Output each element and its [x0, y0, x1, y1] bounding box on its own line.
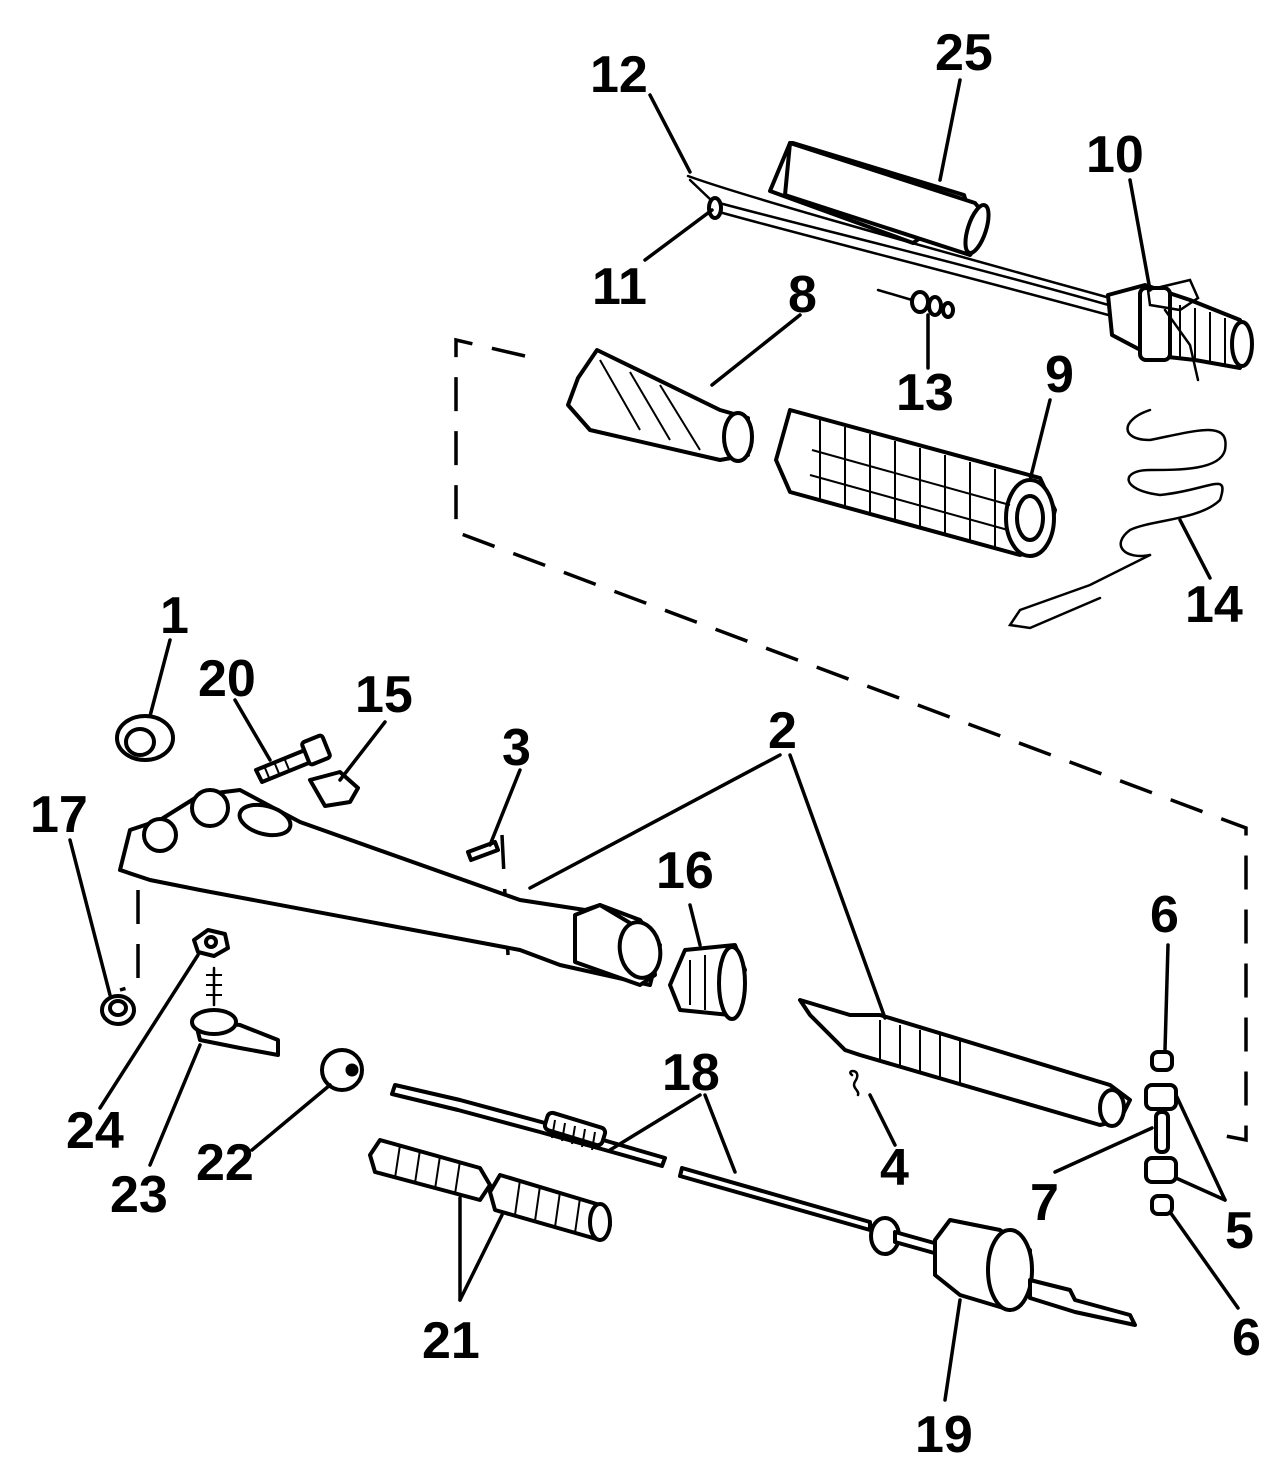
part-17-nut — [100, 994, 136, 1026]
part-5-lower-block — [1144, 1156, 1178, 1184]
callout-22: 22 — [196, 1134, 254, 1192]
part-6-upper-cap — [1150, 1050, 1174, 1072]
callout-13: 13 — [896, 364, 954, 422]
part-23-ball-joint — [190, 966, 280, 1057]
part-11-12-wire-harness — [686, 174, 1114, 318]
callout-8: 8 — [788, 266, 817, 324]
callout-25: 25 — [935, 24, 993, 82]
part-9-twist-grip — [774, 408, 1057, 558]
callout-2: 2 — [768, 702, 797, 760]
callout-4: 4 — [880, 1139, 909, 1197]
part-25-tube — [768, 141, 991, 257]
callout-20: 20 — [198, 650, 256, 708]
callout-21: 21 — [422, 1312, 480, 1370]
part-1-washer — [115, 714, 175, 762]
part-19-grommet — [933, 1218, 1137, 1327]
callout-12: 12 — [590, 46, 648, 104]
part-14-lanyard — [1007, 278, 1227, 630]
callout-24: 24 — [66, 1102, 124, 1160]
part-6-lower-cap — [1150, 1194, 1174, 1216]
callout-6-upper: 6 — [1150, 886, 1179, 944]
callout-23: 23 — [110, 1166, 168, 1224]
callout-7: 7 — [1030, 1174, 1059, 1232]
part-8-grip-insert — [566, 348, 754, 463]
callout-labels: 25 12 10 11 8 13 9 14 1 20 15 3 2 16 6 1… — [30, 24, 1261, 1464]
callout-11: 11 — [592, 258, 647, 316]
part-16-bushing — [668, 943, 747, 1021]
part-7-pin — [1154, 1110, 1170, 1154]
leader-lines — [68, 78, 1240, 1402]
callout-17: 17 — [30, 786, 88, 844]
callout-15: 15 — [355, 666, 413, 724]
assembly-boundary-dashed — [119, 337, 1248, 1143]
part-3-roll-pin — [466, 840, 500, 862]
part-2-tiller-arm — [118, 788, 663, 987]
callout-3: 3 — [502, 719, 531, 777]
part-22-ball — [320, 1048, 364, 1092]
part-10-connector — [1106, 283, 1254, 370]
callout-14: 14 — [1185, 576, 1243, 634]
callout-19: 19 — [915, 1406, 973, 1464]
part-5-upper-block — [1144, 1083, 1178, 1111]
part-4-spring — [849, 1069, 860, 1097]
callout-9: 9 — [1045, 346, 1074, 404]
callout-18: 18 — [662, 1044, 720, 1102]
part-13-pin — [876, 288, 955, 319]
callout-6-lower: 6 — [1232, 1309, 1261, 1367]
callout-16: 16 — [656, 842, 714, 900]
part-20-bolt — [254, 733, 332, 784]
callout-10: 10 — [1086, 126, 1144, 184]
callout-5: 5 — [1225, 1202, 1254, 1260]
part-18-throttle-cable — [390, 1083, 947, 1258]
part-24-hex-nut — [192, 928, 230, 958]
part-21-sleeves — [368, 1138, 612, 1242]
callout-1: 1 — [160, 587, 189, 645]
part-15-clip — [308, 770, 360, 808]
part-2-throttle-shaft — [798, 998, 1132, 1128]
